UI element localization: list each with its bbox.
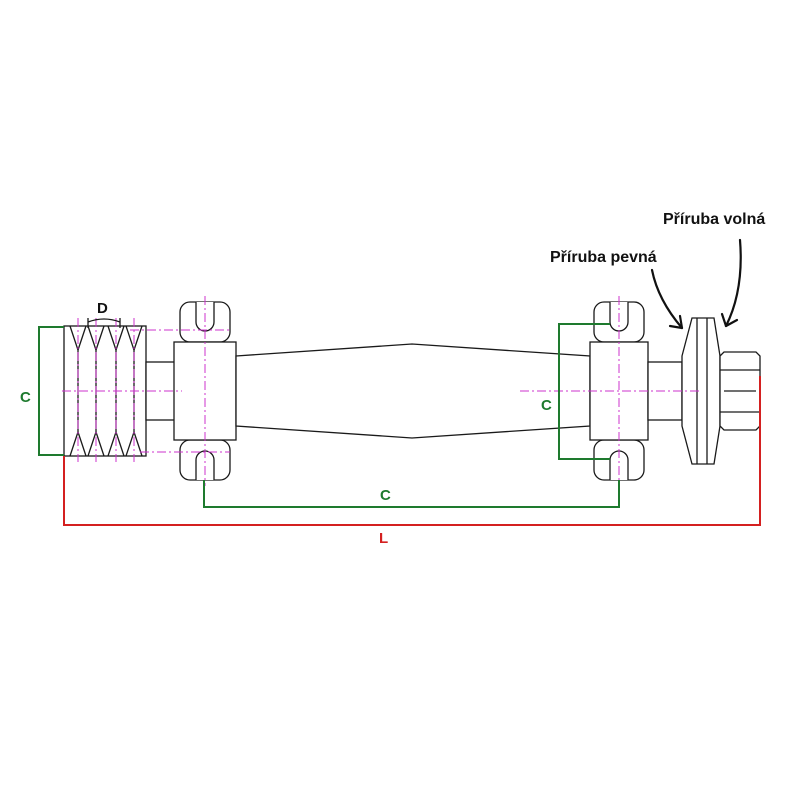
center-lines bbox=[62, 296, 700, 486]
left-bearing-block bbox=[173, 301, 237, 481]
label-fixed-flange: Příruba pevná bbox=[550, 249, 657, 266]
label-c-bearings: C bbox=[380, 487, 391, 504]
label-l: L bbox=[379, 530, 388, 547]
pulley-groove-2b bbox=[95, 325, 105, 457]
arrow-loose-flange bbox=[724, 238, 742, 328]
pulley-groove-1b bbox=[77, 325, 87, 457]
right-shaft-end bbox=[647, 317, 761, 465]
flange-annotations: Příruba pevná Příruba volná bbox=[550, 211, 765, 330]
dimension-c-pulley bbox=[38, 326, 64, 456]
arrowhead-loose-flange bbox=[720, 312, 739, 328]
dimension-l-line bbox=[63, 376, 761, 526]
dimension-c-group: C C C bbox=[20, 323, 620, 508]
label-loose-flange: Příruba volná bbox=[663, 211, 765, 228]
pulley-groove-3b bbox=[115, 325, 125, 457]
label-c-right-bearing: C bbox=[541, 397, 552, 414]
dimension-c-bearings bbox=[203, 480, 620, 508]
dimension-l-group: L bbox=[63, 376, 761, 547]
arrow-fixed-flange bbox=[650, 268, 684, 330]
tapered-shaft bbox=[235, 343, 591, 439]
label-d: D bbox=[97, 300, 108, 317]
label-c-pulley: C bbox=[20, 389, 31, 406]
left-bearing-housing bbox=[173, 341, 237, 441]
dimension-d-arc bbox=[87, 318, 121, 323]
arrowhead-fixed-flange bbox=[668, 314, 684, 330]
fixed-flange bbox=[681, 317, 721, 465]
dimension-c-right-bearing bbox=[558, 323, 610, 460]
dimension-d-group: D bbox=[87, 300, 121, 328]
